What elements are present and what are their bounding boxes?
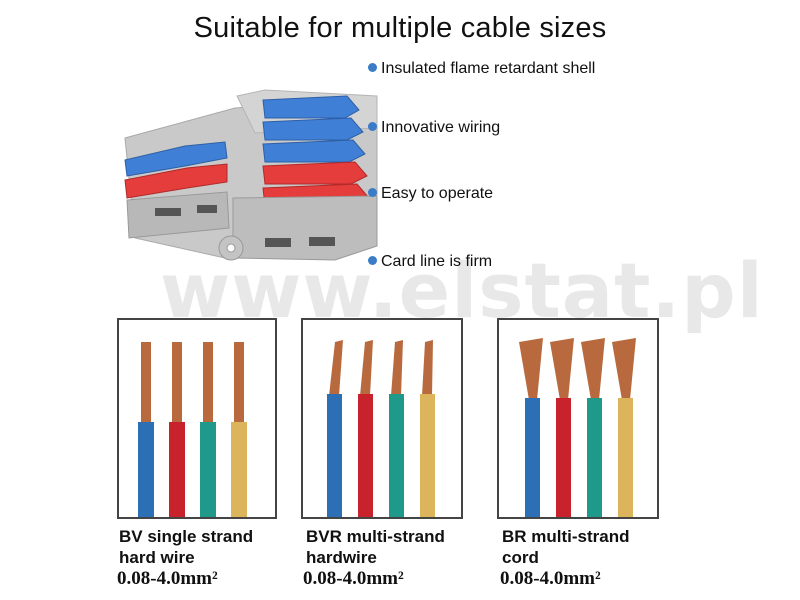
green-wire (389, 394, 404, 517)
blue-wire (138, 422, 154, 517)
blue-wire (525, 398, 540, 517)
connector-image (124, 89, 378, 261)
caption-line: hard wire (119, 548, 195, 567)
bullet-icon (368, 188, 377, 197)
caption-single-strand: BV single strand hard wire (119, 526, 253, 568)
caption-line: BV single strand (119, 527, 254, 546)
caption-line: BR multi-strand (502, 527, 630, 546)
feature-item: Insulated flame retardant shell (368, 60, 595, 78)
yellow-wire (618, 398, 633, 517)
size-range-single-strand: 0.08-4.0mm² (117, 568, 218, 589)
feature-item: Easy to operate (368, 185, 493, 203)
bullet-icon (368, 122, 377, 131)
feature-label: Card line is firm (381, 253, 493, 270)
bullet-icon (368, 256, 377, 265)
cord-wires-illustration (519, 338, 636, 517)
feature-item: Innovative wiring (368, 119, 500, 137)
wire-panel-single-strand (117, 318, 277, 519)
feature-label: Insulated flame retardant shell (381, 60, 596, 77)
green-wire (200, 422, 216, 517)
wire-panel-multi-strand-hardwire (301, 318, 463, 519)
size-range-multi-strand-cord: 0.08-4.0mm² (500, 568, 601, 589)
lever-group-left (124, 141, 228, 199)
red-wire (358, 394, 373, 517)
feature-label: Innovative wiring (381, 119, 501, 136)
caption-line: hardwire (306, 548, 377, 567)
red-wire (169, 422, 185, 517)
red-wire (556, 398, 571, 517)
wire-panel-multi-strand-cord (497, 318, 659, 519)
feature-item: Card line is firm (368, 253, 492, 271)
caption-line: BVR multi-strand (306, 527, 445, 546)
caption-multi-strand-cord: BR multi-strand cord (502, 526, 630, 568)
feature-label: Easy to operate (381, 185, 494, 202)
green-wire (587, 398, 602, 517)
page-title: Suitable for multiple cable sizes (193, 12, 607, 44)
yellow-wire (420, 394, 435, 517)
stranded-wires-illustration (327, 340, 435, 517)
yellow-wire (231, 422, 247, 517)
copper-strands (329, 340, 433, 396)
size-range-multi-strand-hardwire: 0.08-4.0mm² (303, 568, 404, 589)
copper-bundles (519, 338, 636, 400)
copper-cores (141, 342, 244, 424)
blue-wire (327, 394, 342, 517)
bullet-icon (368, 63, 377, 72)
caption-line: cord (502, 548, 539, 567)
caption-multi-strand-hardwire: BVR multi-strand hardwire (306, 526, 445, 568)
solid-wires-illustration (138, 342, 247, 517)
